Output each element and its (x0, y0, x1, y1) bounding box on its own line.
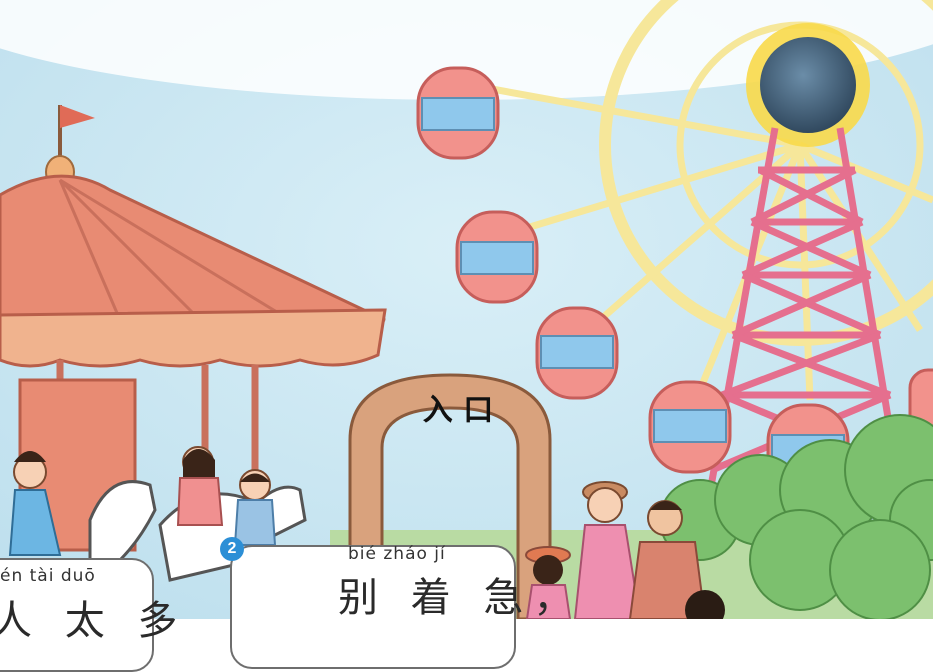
caption-panel-mid: bié zháo jí 别 着 急， (230, 544, 573, 669)
panel-number-badge: 2 (220, 537, 244, 561)
caption-pinyin: én tài duō (0, 566, 96, 586)
caption-panel-left: én tài duō 人 太 多 (0, 558, 177, 672)
bushes (659, 414, 933, 619)
person-child (525, 546, 572, 619)
child-girl (8, 451, 62, 556)
caption-text: 别 着 急， (338, 575, 584, 621)
tower (701, 127, 909, 521)
child-boy (233, 469, 277, 546)
caption-pinyin: bié zháo jí (348, 544, 446, 564)
person-hat-woman (573, 481, 642, 619)
cabin (416, 66, 500, 160)
sun-icon (746, 23, 870, 147)
cabin (535, 306, 619, 400)
amusement-park-scene: 入 口 (0, 0, 933, 619)
arch-sign: 入 口 (423, 393, 493, 428)
child-girl (176, 446, 224, 526)
caption-text: 人 太 多 (0, 598, 188, 644)
person-man (628, 500, 707, 619)
person-dark-hair (685, 590, 725, 619)
cabin (455, 210, 539, 304)
cabin (648, 380, 732, 474)
